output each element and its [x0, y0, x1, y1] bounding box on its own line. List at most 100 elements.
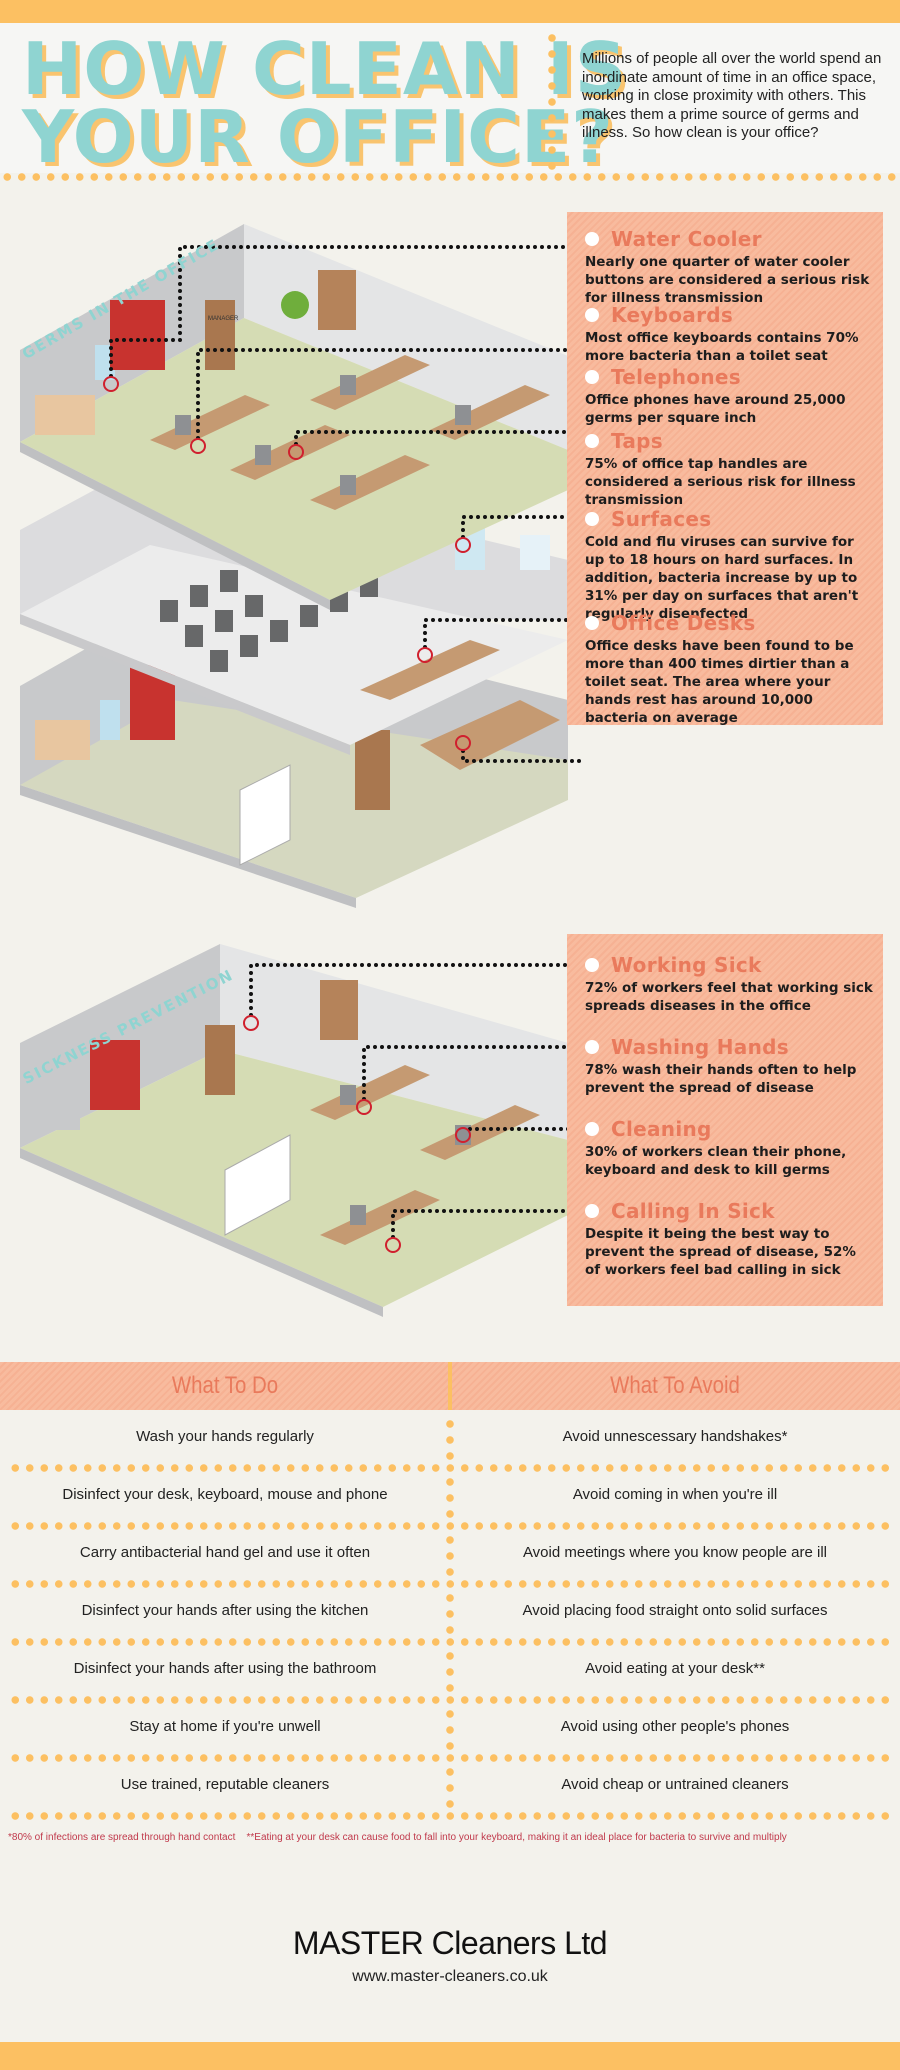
fact-text: Office desks have been found to be more …: [585, 638, 854, 726]
leader-taps: [461, 515, 588, 539]
water-cooler-icon: [100, 700, 120, 740]
table-row: Use trained, reputable cleaners Avoid che…: [0, 1758, 900, 1821]
brand-name: MASTER Cleaners Ltd: [292, 1925, 608, 1961]
fact-title: Office Desks: [585, 612, 875, 634]
fact-title: Working Sick: [585, 954, 875, 976]
avoid-item: Avoid placing food straight onto solid s…: [522, 1602, 828, 1619]
fact-title: Washing Hands: [585, 1036, 875, 1058]
column-divider: [445, 1706, 455, 1754]
row-divider: [8, 1463, 894, 1473]
toilet-icon: [520, 535, 550, 570]
door-icon: [205, 1025, 235, 1095]
what-to-do-heading: What To Do: [171, 1372, 279, 1399]
do-item: Wash your hands regularly: [136, 1428, 314, 1445]
table-row: Wash your hands regularly Avoid unnescess…: [0, 1410, 900, 1473]
bottom-bar: [0, 2042, 900, 2070]
footnote-2: **Eating at your desk can cause food to …: [246, 1832, 787, 1843]
bookshelf-icon: [320, 980, 358, 1040]
top-bar: [0, 0, 900, 23]
fact-title: Telephones: [585, 366, 875, 388]
row-divider: [8, 1521, 894, 1531]
fact-text: 75% of office tap handles are considered…: [585, 456, 856, 508]
bookshelf-icon: [318, 270, 356, 330]
fact-text: Cold and flu viruses can survive for up …: [585, 534, 859, 622]
leader-calling-in-sick: [391, 1209, 588, 1239]
manager-sign: MANAGER: [208, 316, 239, 322]
desk-icon: [420, 700, 560, 770]
avoid-item: Avoid cheap or untrained cleaners: [561, 1776, 789, 1793]
avoid-item: Avoid coming in when you're ill: [572, 1486, 778, 1503]
title-line-1: HOW CLEAN IS: [22, 27, 628, 111]
fact-title: Taps: [585, 430, 875, 452]
column-divider: [445, 1532, 455, 1580]
table-icon: [360, 640, 500, 700]
header: [0, 23, 900, 173]
fact-text: Most office keyboards contains 70% more …: [585, 330, 859, 364]
fact-text: Office phones have around 25,000 germs p…: [585, 392, 846, 426]
what-to-avoid-heading: What To Avoid: [610, 1372, 740, 1399]
fact-text: 78% wash their hands often to help preve…: [585, 1062, 857, 1096]
column-divider: [445, 1416, 455, 1464]
hotspot-surfaces: [417, 647, 433, 663]
avoid-item: Avoid eating at your desk**: [585, 1660, 765, 1677]
avoid-item: Avoid meetings where you know people are…: [522, 1544, 828, 1561]
sofa-icon: [35, 395, 95, 435]
leader-telephones: [294, 430, 588, 446]
do-item: Use trained, reputable cleaners: [120, 1776, 330, 1793]
hotspot-taps: [455, 537, 471, 553]
whiteboard-icon: [224, 1134, 291, 1236]
leader-lines: [109, 245, 588, 1239]
office-illustration: MANAGER: [20, 224, 588, 1317]
leader-water-cooler: [109, 245, 588, 378]
office-building-germs: MANAGER: [20, 224, 568, 908]
hotspot-office-desks: [455, 735, 471, 751]
row-divider: [8, 1637, 894, 1647]
leader-working-sick: [249, 963, 588, 1017]
fact-title: Water Cooler: [585, 228, 875, 250]
hotspot-water-cooler: [103, 376, 119, 392]
do-item: Stay at home if you're unwell: [129, 1718, 321, 1735]
avoid-item: Avoid unnescessary handshakes*: [562, 1428, 788, 1445]
do-item: Disinfect your hands after using the kit…: [81, 1602, 369, 1619]
hotspot-keyboards: [190, 438, 206, 454]
leader-office-desks: [461, 749, 588, 763]
footnotes: *80% of infections are spread through ha…: [8, 1832, 898, 1843]
do-item: Disinfect your desk, keyboard, mouse and…: [62, 1486, 388, 1503]
table-row: Disinfect your hands after using the kit…: [0, 1584, 900, 1647]
sofa-icon: [35, 720, 90, 760]
header-divider: [547, 30, 557, 170]
hotspot-washing-hands: [356, 1099, 372, 1115]
fact-taps: Taps 75% of office tap handles are consid…: [585, 430, 875, 509]
table-row: Disinfect your hands after using the bat…: [0, 1642, 900, 1705]
row-divider: [8, 1579, 894, 1589]
fact-washing-hands: Washing Hands 78% wash their hands often …: [585, 1036, 875, 1097]
door-icon: [355, 730, 390, 810]
desks: [310, 1065, 540, 1245]
page-title: HOW CLEAN IS YOUR OFFICE?: [22, 27, 628, 173]
do-item: Carry antibacterial hand gel and use it …: [79, 1544, 371, 1561]
table-row: Stay at home if you're unwell Avoid using…: [0, 1700, 900, 1763]
vending-machine-icon: [90, 1040, 140, 1110]
fact-title: Surfaces: [585, 508, 875, 530]
whiteboard-icon: [239, 764, 291, 866]
do-item: Disinfect your hands after using the bat…: [73, 1660, 377, 1677]
table-row: Carry antibacterial hand gel and use it …: [0, 1526, 900, 1589]
filing-cabinet-icon: [45, 1070, 80, 1130]
hotspot-telephones: [288, 444, 304, 460]
fact-title: Calling In Sick: [585, 1200, 875, 1222]
column-divider: [445, 1764, 455, 1812]
avoid-item: Avoid using other people's phones: [560, 1718, 790, 1735]
hotspot-calling-in-sick: [385, 1237, 401, 1253]
intro-text: Millions of people all over the world sp…: [582, 50, 882, 141]
brand-url[interactable]: www.master-cleaners.co.uk: [352, 1968, 548, 1985]
row-divider: [8, 1811, 894, 1821]
leader-surfaces: [423, 618, 588, 649]
fact-title: Keyboards: [585, 304, 875, 326]
